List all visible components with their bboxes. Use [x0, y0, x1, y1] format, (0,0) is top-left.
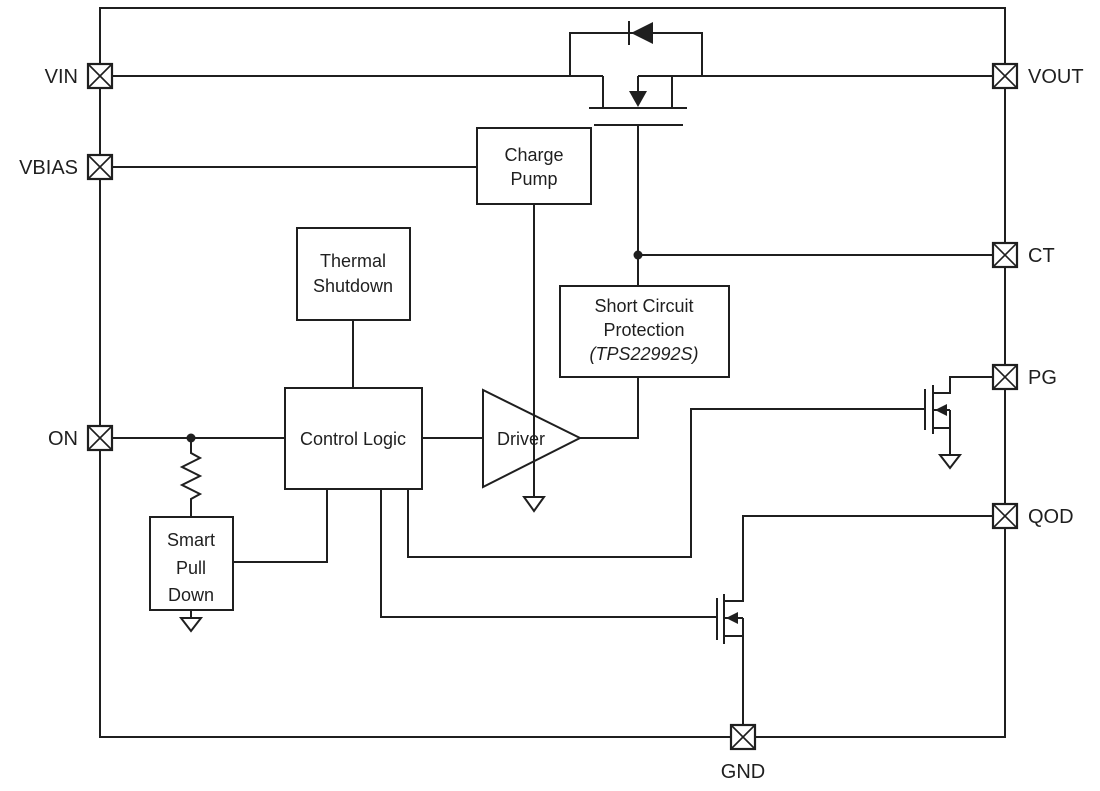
driver-block	[482, 388, 583, 489]
smart-pull-down-block	[149, 516, 234, 611]
wire-logic-to-qodfet-gate	[380, 489, 717, 618]
control-logic-block	[284, 387, 423, 490]
spd-label-3: Down	[168, 585, 214, 605]
pin-label-on: ON	[48, 428, 78, 450]
scp-label-2: Protection	[603, 320, 684, 340]
ic-boundary	[99, 7, 1006, 738]
pin-pg	[991, 363, 1019, 391]
wire-scp-to-driver	[580, 377, 639, 439]
ground-icon	[937, 454, 963, 470]
pin-on	[86, 424, 114, 452]
pin-label-ct: CT	[1028, 245, 1055, 267]
pin-gnd	[729, 723, 757, 751]
thermal-shutdown-block	[296, 227, 411, 321]
passfet-body-arrow-icon	[629, 91, 647, 107]
spd-label-1: Smart	[167, 530, 215, 550]
charge-pump-label-2: Pump	[510, 169, 557, 189]
scp-label-3: (TPS22992S)	[589, 344, 698, 364]
wire-pgfet-drain-to-pg	[933, 376, 993, 394]
qodfet-body-arrow-icon	[726, 612, 738, 624]
pin-qod	[991, 502, 1019, 530]
wire-logic-to-pgfet-gate	[407, 408, 925, 558]
scp-label-1: Short Circuit	[594, 296, 693, 316]
pin-vin	[86, 62, 114, 90]
pgfet-body-arrow-icon	[935, 404, 947, 416]
pin-label-pg: PG	[1028, 367, 1057, 389]
charge-pump-block	[476, 127, 592, 205]
wire-spd-to-logic	[233, 489, 328, 563]
short-circuit-protection-block	[559, 285, 730, 378]
control-logic-label: Control Logic	[300, 429, 406, 449]
thermal-shutdown-label-2: Shutdown	[313, 276, 393, 296]
pin-vbias	[86, 153, 114, 181]
spd-label-2: Pull	[176, 558, 206, 578]
pulldown-resistor	[179, 438, 203, 517]
pin-label-vbias: VBIAS	[19, 157, 78, 179]
ground-icon	[522, 496, 546, 513]
pin-label-vin: VIN	[45, 66, 78, 88]
pin-vout	[991, 62, 1019, 90]
pin-label-vout: VOUT	[1028, 66, 1084, 88]
wire-qodfet-drain-to-qod	[724, 515, 993, 602]
ground-icon	[178, 617, 204, 633]
pin-label-qod: QOD	[1028, 506, 1074, 528]
thermal-shutdown-label-1: Thermal	[320, 251, 386, 271]
diode-icon	[631, 22, 653, 44]
wire-body-diode-loop	[569, 32, 703, 76]
driver-label: Driver	[497, 429, 545, 449]
junction-dot	[186, 433, 196, 443]
pin-label-gnd: GND	[721, 761, 765, 783]
pin-ct	[991, 241, 1019, 269]
charge-pump-label-1: Charge	[504, 145, 563, 165]
junction-dot	[633, 250, 643, 260]
